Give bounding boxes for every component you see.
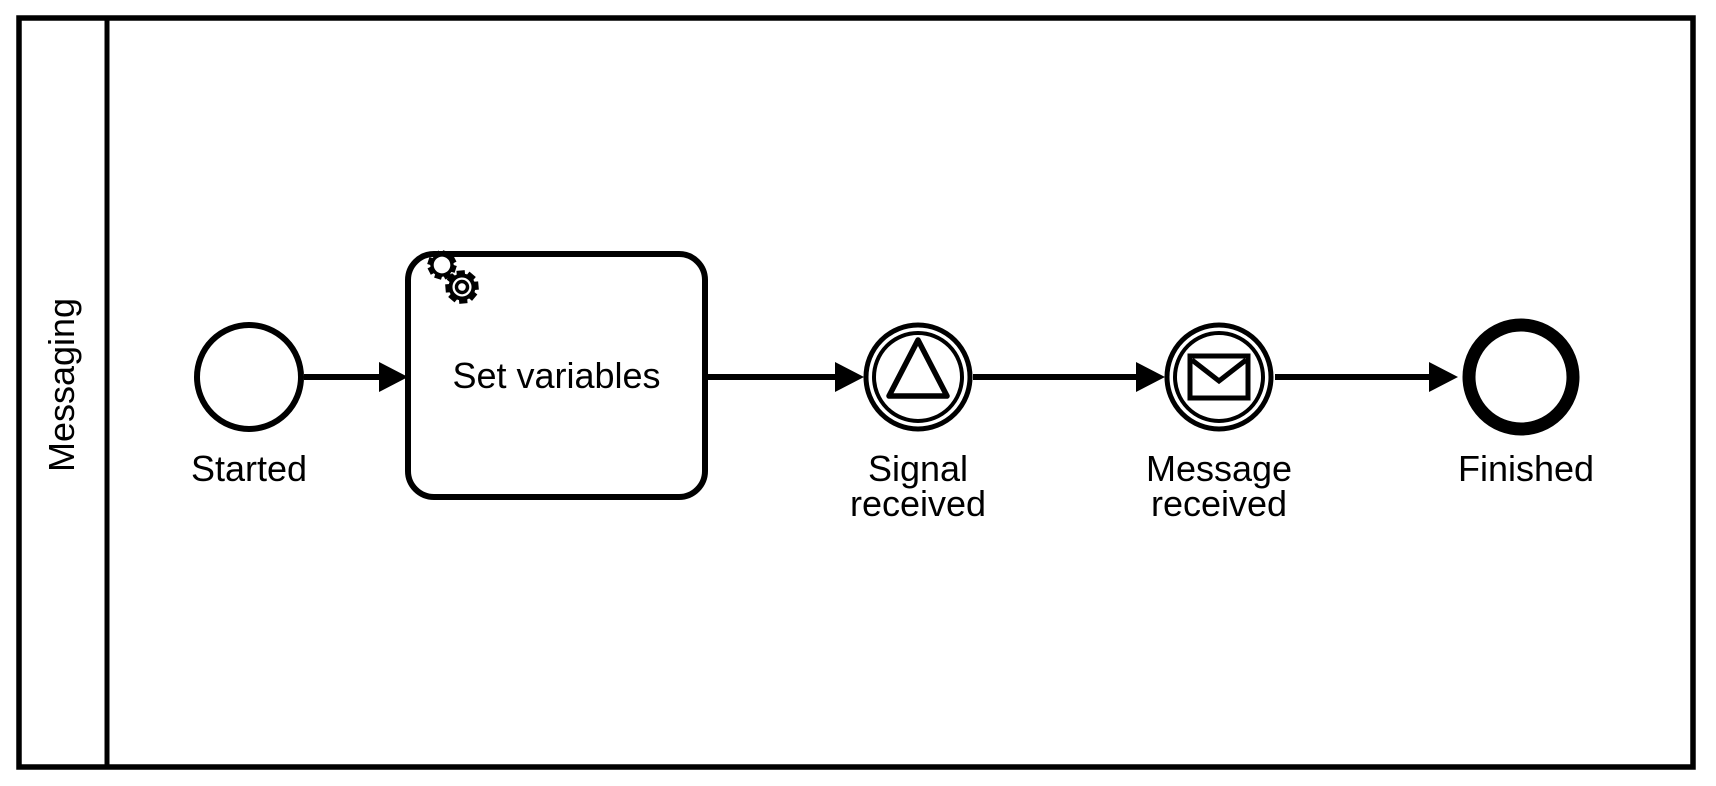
end-event-label: Finished: [1457, 448, 1595, 489]
end-event-shape[interactable]: [1462, 318, 1580, 436]
message-catch-event-shape[interactable]: [1164, 322, 1274, 432]
lane-label-messaging: Messaging: [41, 297, 82, 473]
flow-task-to-signal[interactable]: [707, 362, 864, 392]
gears-service-icon: [427, 250, 479, 304]
start-event-shape[interactable]: [194, 322, 304, 432]
arrowhead-icon: [1136, 362, 1165, 392]
start-event-label: Started: [190, 448, 308, 489]
signal-catch-event-shape[interactable]: [863, 322, 973, 432]
service-task-label: Set variables: [452, 355, 661, 396]
flow-message-to-end[interactable]: [1275, 362, 1458, 392]
triangle-signal-icon: [886, 337, 950, 399]
signal-event-label: Signal received: [849, 448, 987, 524]
message-event-label: Message received: [1145, 448, 1293, 524]
service-task-shape[interactable]: [405, 251, 708, 500]
arrowhead-icon: [835, 362, 864, 392]
flow-start-to-task[interactable]: [304, 362, 408, 392]
arrowhead-icon: [379, 362, 408, 392]
arrowhead-icon: [1429, 362, 1458, 392]
flow-signal-to-message[interactable]: [973, 362, 1165, 392]
envelope-message-icon: [1187, 353, 1251, 401]
